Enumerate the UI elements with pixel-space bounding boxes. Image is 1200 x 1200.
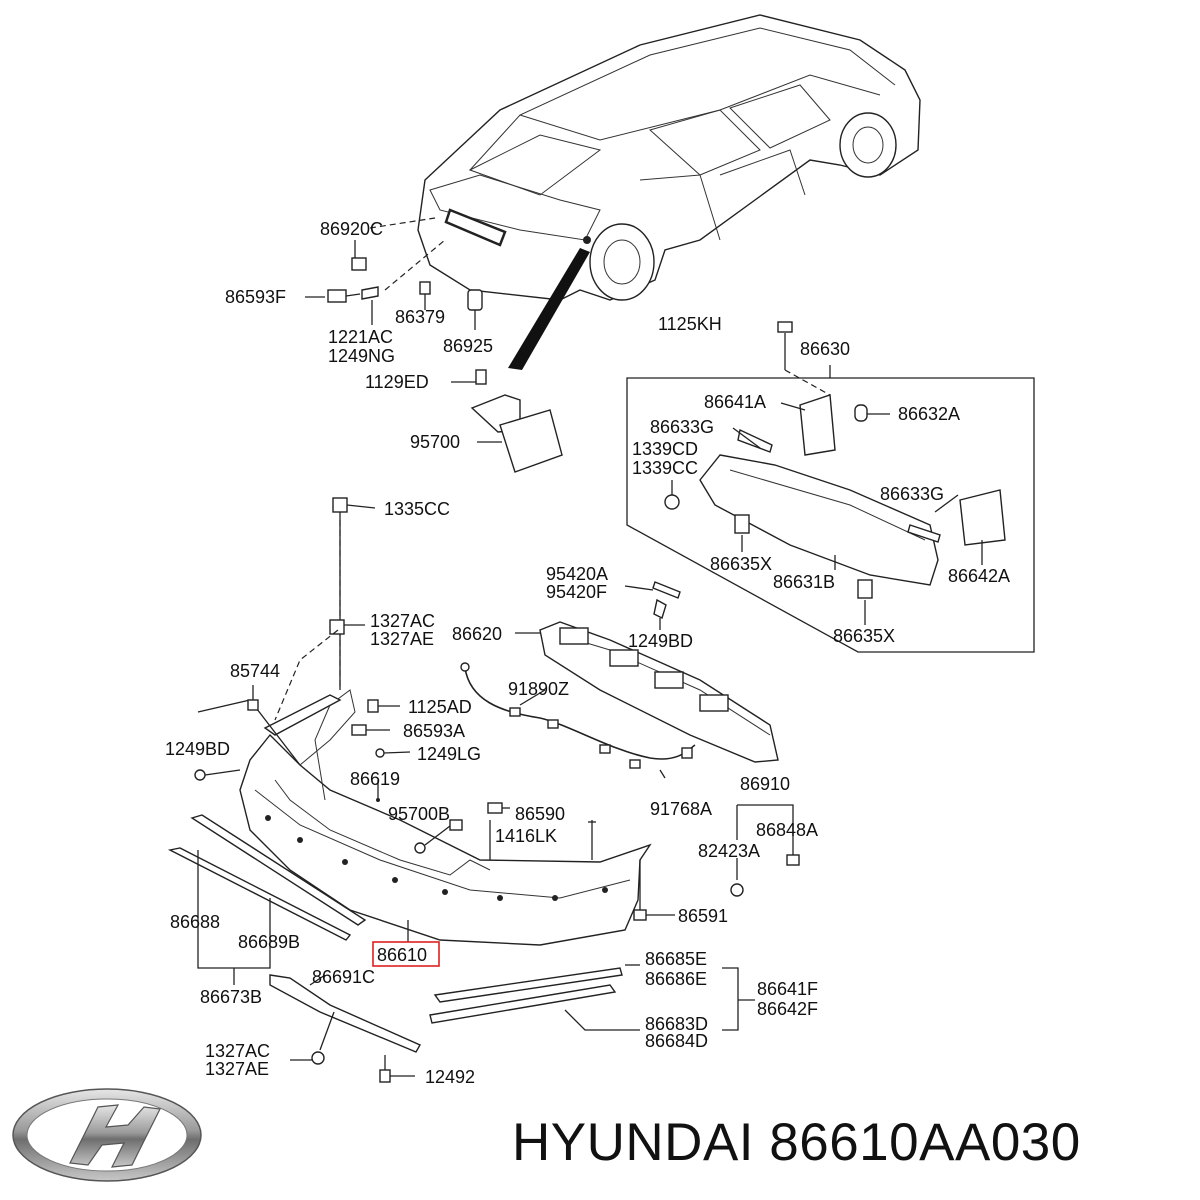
car-body-illustration	[417, 14, 921, 301]
label-1249BD-1: 1249BD	[628, 631, 693, 651]
label-1327AC-2: 1327AC	[205, 1041, 270, 1061]
label-95420F: 95420F	[546, 582, 607, 602]
brand-part-number: HYUNDAI 86610AA030	[512, 1113, 1081, 1172]
label-86683D: 86683D	[645, 1014, 708, 1034]
label-95700: 95700	[410, 432, 460, 452]
upper-left-parts	[305, 217, 563, 473]
label-95420A: 95420A	[546, 564, 608, 584]
label-12492: 12492	[425, 1067, 475, 1087]
hyundai-logo-icon	[12, 1088, 202, 1182]
label-86691C: 86691C	[312, 967, 375, 987]
label-1339CC: 1339CC	[632, 458, 698, 478]
label-86688: 86688	[170, 912, 220, 932]
label-86686E: 86686E	[645, 969, 707, 989]
label-86673B: 86673B	[200, 987, 262, 1007]
label-86925: 86925	[443, 336, 493, 356]
bumper-cover	[194, 497, 675, 946]
label-91890Z: 91890Z	[508, 679, 569, 699]
label-91768A: 91768A	[650, 799, 712, 819]
label-1125AD: 1125AD	[408, 697, 472, 717]
reinforcement-assembly	[626, 321, 1035, 653]
label-86631B: 86631B	[773, 572, 835, 592]
label-86591: 86591	[678, 906, 728, 926]
label-1416LK: 1416LK	[495, 826, 557, 846]
label-86379: 86379	[395, 307, 445, 327]
label-86633G-1: 86633G	[650, 417, 714, 437]
label-1339CD: 1339CD	[632, 439, 698, 459]
label-86593F: 86593F	[225, 287, 286, 307]
label-1129ED: 1129ED	[365, 372, 429, 392]
label-1327AC-1: 1327AC	[370, 611, 435, 631]
label-86920C: 86920C	[320, 219, 383, 239]
label-86642A: 86642A	[948, 566, 1010, 586]
label-86632A: 86632A	[898, 404, 960, 424]
label-85744: 85744	[230, 661, 280, 681]
label-86590: 86590	[515, 804, 565, 824]
label-86910: 86910	[740, 774, 790, 794]
label-1221AC: 1221AC	[328, 327, 393, 347]
label-86689B: 86689B	[238, 932, 300, 952]
label-1125KH: 1125KH	[658, 314, 722, 334]
label-86620: 86620	[452, 624, 502, 644]
label-1249BD-2: 1249BD	[165, 739, 230, 759]
label-1249NG: 1249NG	[328, 346, 395, 366]
highlight-box-86610	[372, 941, 440, 967]
label-86642F: 86642F	[757, 999, 818, 1019]
label-1327AE-1: 1327AE	[370, 629, 434, 649]
pointer-wedge	[508, 248, 590, 370]
label-86635X-1: 86635X	[710, 554, 772, 574]
label-86630: 86630	[800, 339, 850, 359]
label-95700B: 95700B	[388, 804, 450, 824]
label-86619: 86619	[350, 769, 400, 789]
label-86593A: 86593A	[403, 721, 465, 741]
label-86848A: 86848A	[756, 820, 818, 840]
label-1249LG: 1249LG	[417, 744, 481, 764]
label-86684D: 86684D	[645, 1031, 708, 1051]
label-86641F: 86641F	[757, 979, 818, 999]
lower-parts	[167, 804, 800, 1083]
absorber-and-wiring	[460, 581, 779, 779]
label-86610: 86610	[377, 945, 427, 965]
label-1327AE-2: 1327AE	[205, 1059, 269, 1079]
label-1335CC: 1335CC	[384, 499, 450, 519]
label-86635X-2: 86635X	[833, 626, 895, 646]
label-86633G-2: 86633G	[880, 484, 944, 504]
sensor-holes	[265, 815, 608, 901]
label-86685E: 86685E	[645, 949, 707, 969]
label-82423A: 82423A	[698, 841, 760, 861]
part-labels: 86920C 86593F 86379 1221AC 1249NG 86925 …	[165, 219, 1010, 1087]
label-86641A: 86641A	[704, 392, 766, 412]
